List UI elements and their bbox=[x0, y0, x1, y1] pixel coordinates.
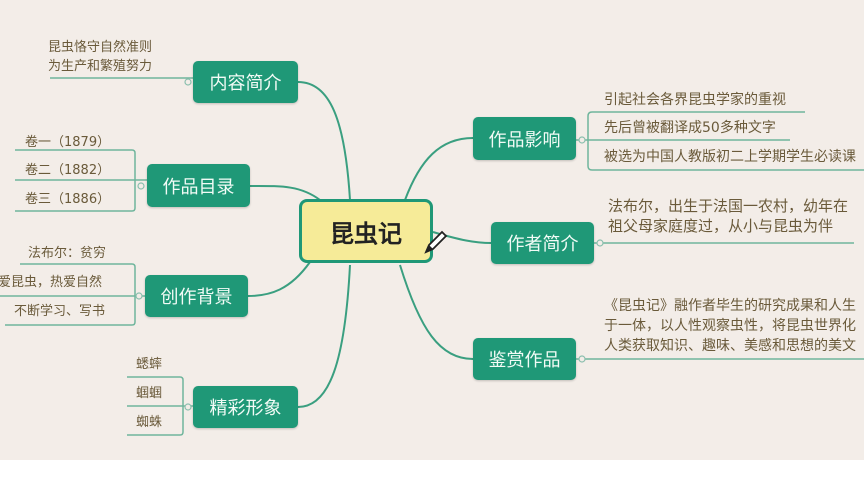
leaf-influence-1: 引起社会各界昆虫学家的重视 bbox=[604, 92, 786, 108]
leaf-appreciation-3: 人类获取知识、趣味、美感和思想的美文 bbox=[604, 338, 856, 354]
leaf-images-2: 蝈蝈 bbox=[136, 386, 163, 401]
topic-content-intro[interactable]: 内容简介 bbox=[193, 61, 298, 103]
leaf-content-2: 为生产和繁殖努力 bbox=[48, 59, 153, 74]
central-topic[interactable]: 昆虫记 bbox=[299, 199, 433, 263]
leaf-author-2: 祖父母家庭度过，从小与昆虫为伴 bbox=[608, 217, 834, 235]
leaf-content-1: 昆虫恪守自然准则 bbox=[48, 40, 153, 55]
leaf-author-1: 法布尔，出生于法国一农村，幼年在 bbox=[608, 197, 849, 215]
leaf-catalog-2: 卷二（1882） bbox=[25, 163, 111, 178]
leaf-background-1: 法布尔：贫穷 bbox=[28, 246, 107, 261]
topic-catalog[interactable]: 作品目录 bbox=[147, 164, 250, 207]
leaf-background-3: 不断学习、写书 bbox=[14, 304, 106, 319]
pencil-icon bbox=[424, 230, 448, 254]
mind-map-canvas: 昆虫记 内容简介 作品目录 创作背景 精彩形象 作品影响 作者简介 鉴赏作品 昆… bbox=[0, 0, 864, 460]
leaf-influence-3: 被选为中国人教版初二上学期学生必读课 bbox=[604, 149, 856, 165]
topic-background[interactable]: 创作背景 bbox=[145, 275, 248, 317]
leaf-background-2: 爱昆虫，热爱自然 bbox=[0, 275, 103, 290]
leaf-images-1: 蟋蟀 bbox=[136, 357, 163, 372]
topic-appreciation[interactable]: 鉴赏作品 bbox=[473, 338, 576, 380]
leaf-images-3: 蜘蛛 bbox=[136, 415, 163, 430]
topic-images[interactable]: 精彩形象 bbox=[193, 386, 298, 428]
leaf-catalog-3: 卷三（1886） bbox=[25, 192, 111, 207]
topic-author[interactable]: 作者简介 bbox=[491, 222, 594, 264]
topic-influence[interactable]: 作品影响 bbox=[473, 117, 576, 160]
leaf-catalog-1: 卷一（1879） bbox=[25, 135, 111, 150]
leaf-appreciation-2: 于一体，以人性观察虫性，将昆虫世界化 bbox=[604, 318, 856, 334]
leaf-influence-2: 先后曾被翻译成50多种文字 bbox=[604, 120, 776, 136]
leaf-appreciation-1: 《昆虫记》融作者毕生的研究成果和人生 bbox=[604, 298, 856, 314]
